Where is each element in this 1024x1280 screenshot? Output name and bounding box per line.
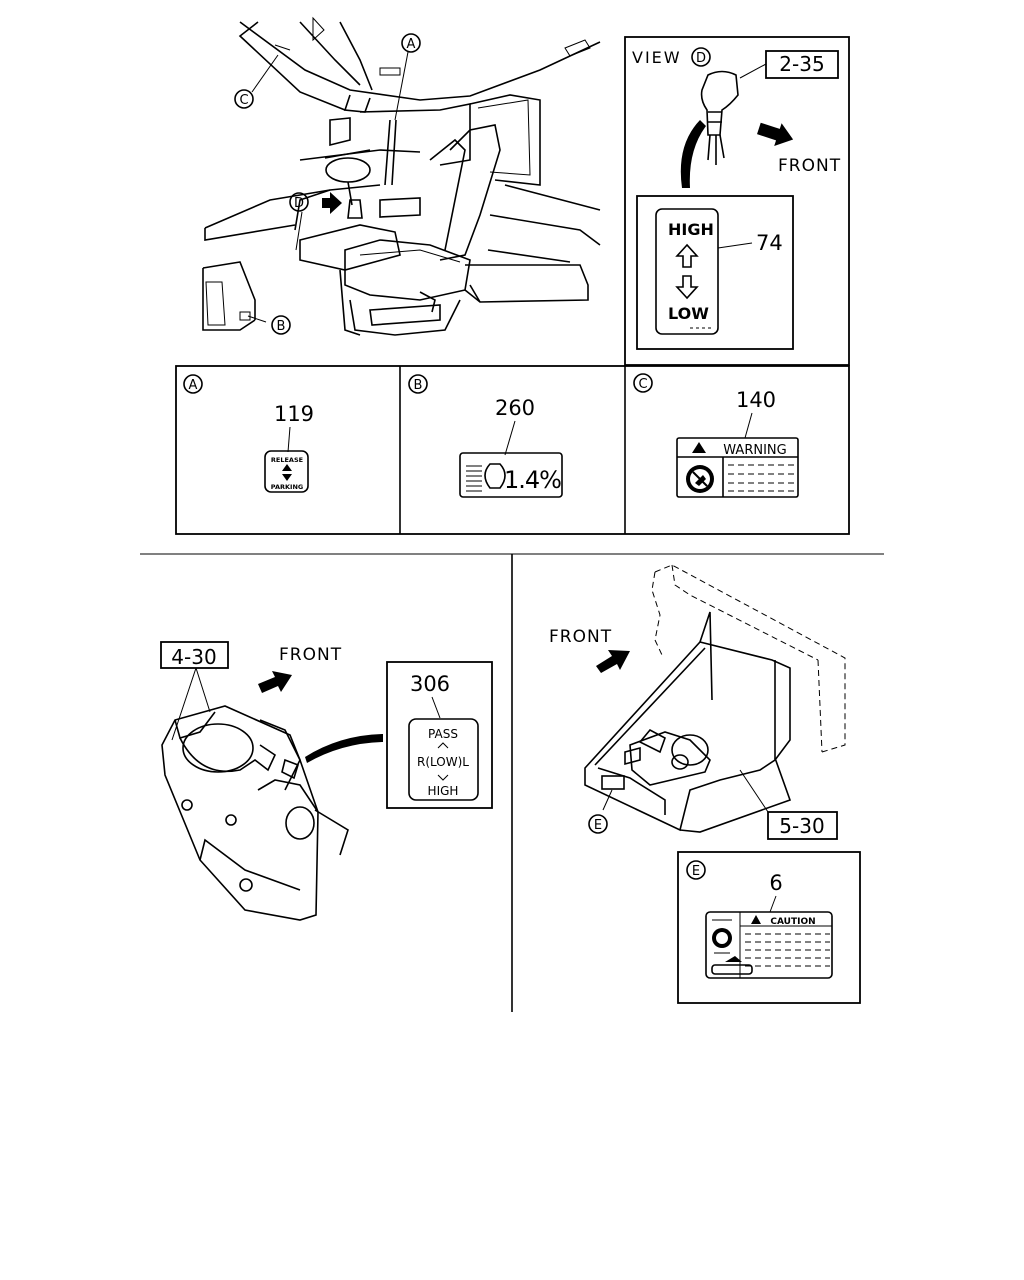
cab-interior-illustration [202,16,601,336]
bracket-assembly-illustration: FRONT [549,564,846,833]
svg-text:C: C [638,377,647,392]
svg-text:HIGH: HIGH [428,784,459,798]
svg-text:4-30: 4-30 [171,645,216,669]
svg-text:140: 140 [736,388,776,412]
svg-text:B: B [414,378,423,393]
detail-a-release-parking-label: A 119 RELEASE PARKING [183,374,314,493]
label-306-dimmer-switch: 306 PASS R(LOW)L HIGH [386,661,493,809]
callout-a: A [401,33,421,53]
svg-text:1.4%: 1.4% [504,466,561,494]
svg-text:119: 119 [274,402,314,426]
svg-text:WARNING: WARNING [723,443,786,458]
details-row [175,365,850,535]
svg-text:B: B [277,319,286,334]
svg-text:D: D [696,51,706,66]
callout-d: D [289,192,309,212]
callout-e: E [588,814,608,834]
svg-text:FRONT: FRONT [279,645,342,665]
svg-text:E: E [594,818,602,833]
svg-text:A: A [407,37,416,52]
svg-text:5-30: 5-30 [779,814,824,838]
detail-e-caution-label: E 6 CAUTION [677,851,861,1004]
svg-text:260: 260 [495,396,535,420]
svg-text:HIGH: HIGH [668,220,714,239]
svg-text:CAUTION: CAUTION [770,917,815,927]
svg-text:D: D [294,196,304,211]
combination-switch-illustration: 4-30 FRONT [160,641,383,921]
ref-5-30: 5-30 [767,811,838,840]
svg-text:RELEASE: RELEASE [271,456,303,464]
svg-text:2-35: 2-35 [779,52,824,76]
detail-b-headlamp-aim-label: B 260 1.4% [408,374,563,498]
svg-text:FRONT: FRONT [549,627,612,647]
view-d-panel: VIEW D 2-35 FRONT HIGH LOW 74 [624,36,850,366]
svg-text:PARKING: PARKING [271,483,303,491]
svg-text:6: 6 [769,871,782,895]
svg-text:PASS: PASS [428,727,458,741]
svg-text:C: C [239,93,248,108]
callout-b: B [271,315,291,335]
svg-text:R(LOW)L: R(LOW)L [417,755,469,769]
svg-text:FRONT: FRONT [778,156,841,176]
svg-text:74: 74 [756,231,783,255]
svg-text:306: 306 [410,672,450,696]
callout-c: C [234,89,254,109]
svg-text:LOW: LOW [668,304,709,323]
svg-text:E: E [692,864,700,879]
svg-text:A: A [189,378,198,393]
detail-c-warning-label: C 140 WARNING [633,373,799,498]
svg-text:VIEW: VIEW [632,48,682,67]
